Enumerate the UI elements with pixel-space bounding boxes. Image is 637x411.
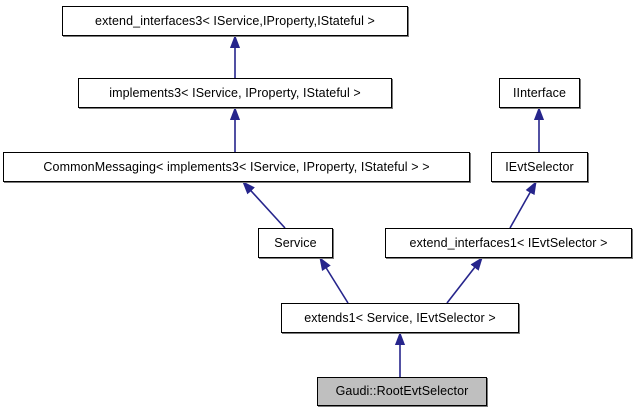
class-node-label: Service xyxy=(274,235,317,250)
class-node-label: IEvtSelector xyxy=(505,159,574,174)
class-node-iinterface[interactable]: IInterface xyxy=(499,78,580,108)
inheritance-arrow-extend_interfaces1-to-ievtselector xyxy=(509,180,537,229)
class-node-extend_interfaces3[interactable]: extend_interfaces3< IService,IProperty,I… xyxy=(62,6,408,36)
inheritance-arrow-service-to-commonmessaging xyxy=(242,181,286,229)
class-node-extends1[interactable]: extends1< Service, IEvtSelector > xyxy=(281,303,519,333)
inheritance-arrow-extends1-to-service xyxy=(319,256,349,304)
class-node-label: extend_interfaces3< IService,IProperty,I… xyxy=(95,13,375,28)
class-node-label: IInterface xyxy=(512,85,567,100)
class-node-label: implements3< IService, IProperty, IState… xyxy=(109,85,361,100)
inheritance-arrow-extends1-to-extend_interfaces1 xyxy=(446,256,483,304)
class-node-label: CommonMessaging< implements3< IService, … xyxy=(43,159,430,174)
class-node-implements3[interactable]: implements3< IService, IProperty, IState… xyxy=(78,78,392,108)
class-node-commonmessaging[interactable]: CommonMessaging< implements3< IService, … xyxy=(3,152,470,182)
class-node-label: Gaudi::RootEvtSelector xyxy=(335,384,469,399)
class-node-extend_interfaces1[interactable]: extend_interfaces1< IEvtSelector > xyxy=(385,228,632,258)
class-node-ievtselector[interactable]: IEvtSelector xyxy=(491,152,588,182)
class-node-service[interactable]: Service xyxy=(258,228,333,258)
class-node-label: extends1< Service, IEvtSelector > xyxy=(304,310,496,325)
class-node-gaudi_rootevtselector[interactable]: Gaudi::RootEvtSelector xyxy=(317,377,487,406)
class-node-label: extend_interfaces1< IEvtSelector > xyxy=(409,235,608,250)
